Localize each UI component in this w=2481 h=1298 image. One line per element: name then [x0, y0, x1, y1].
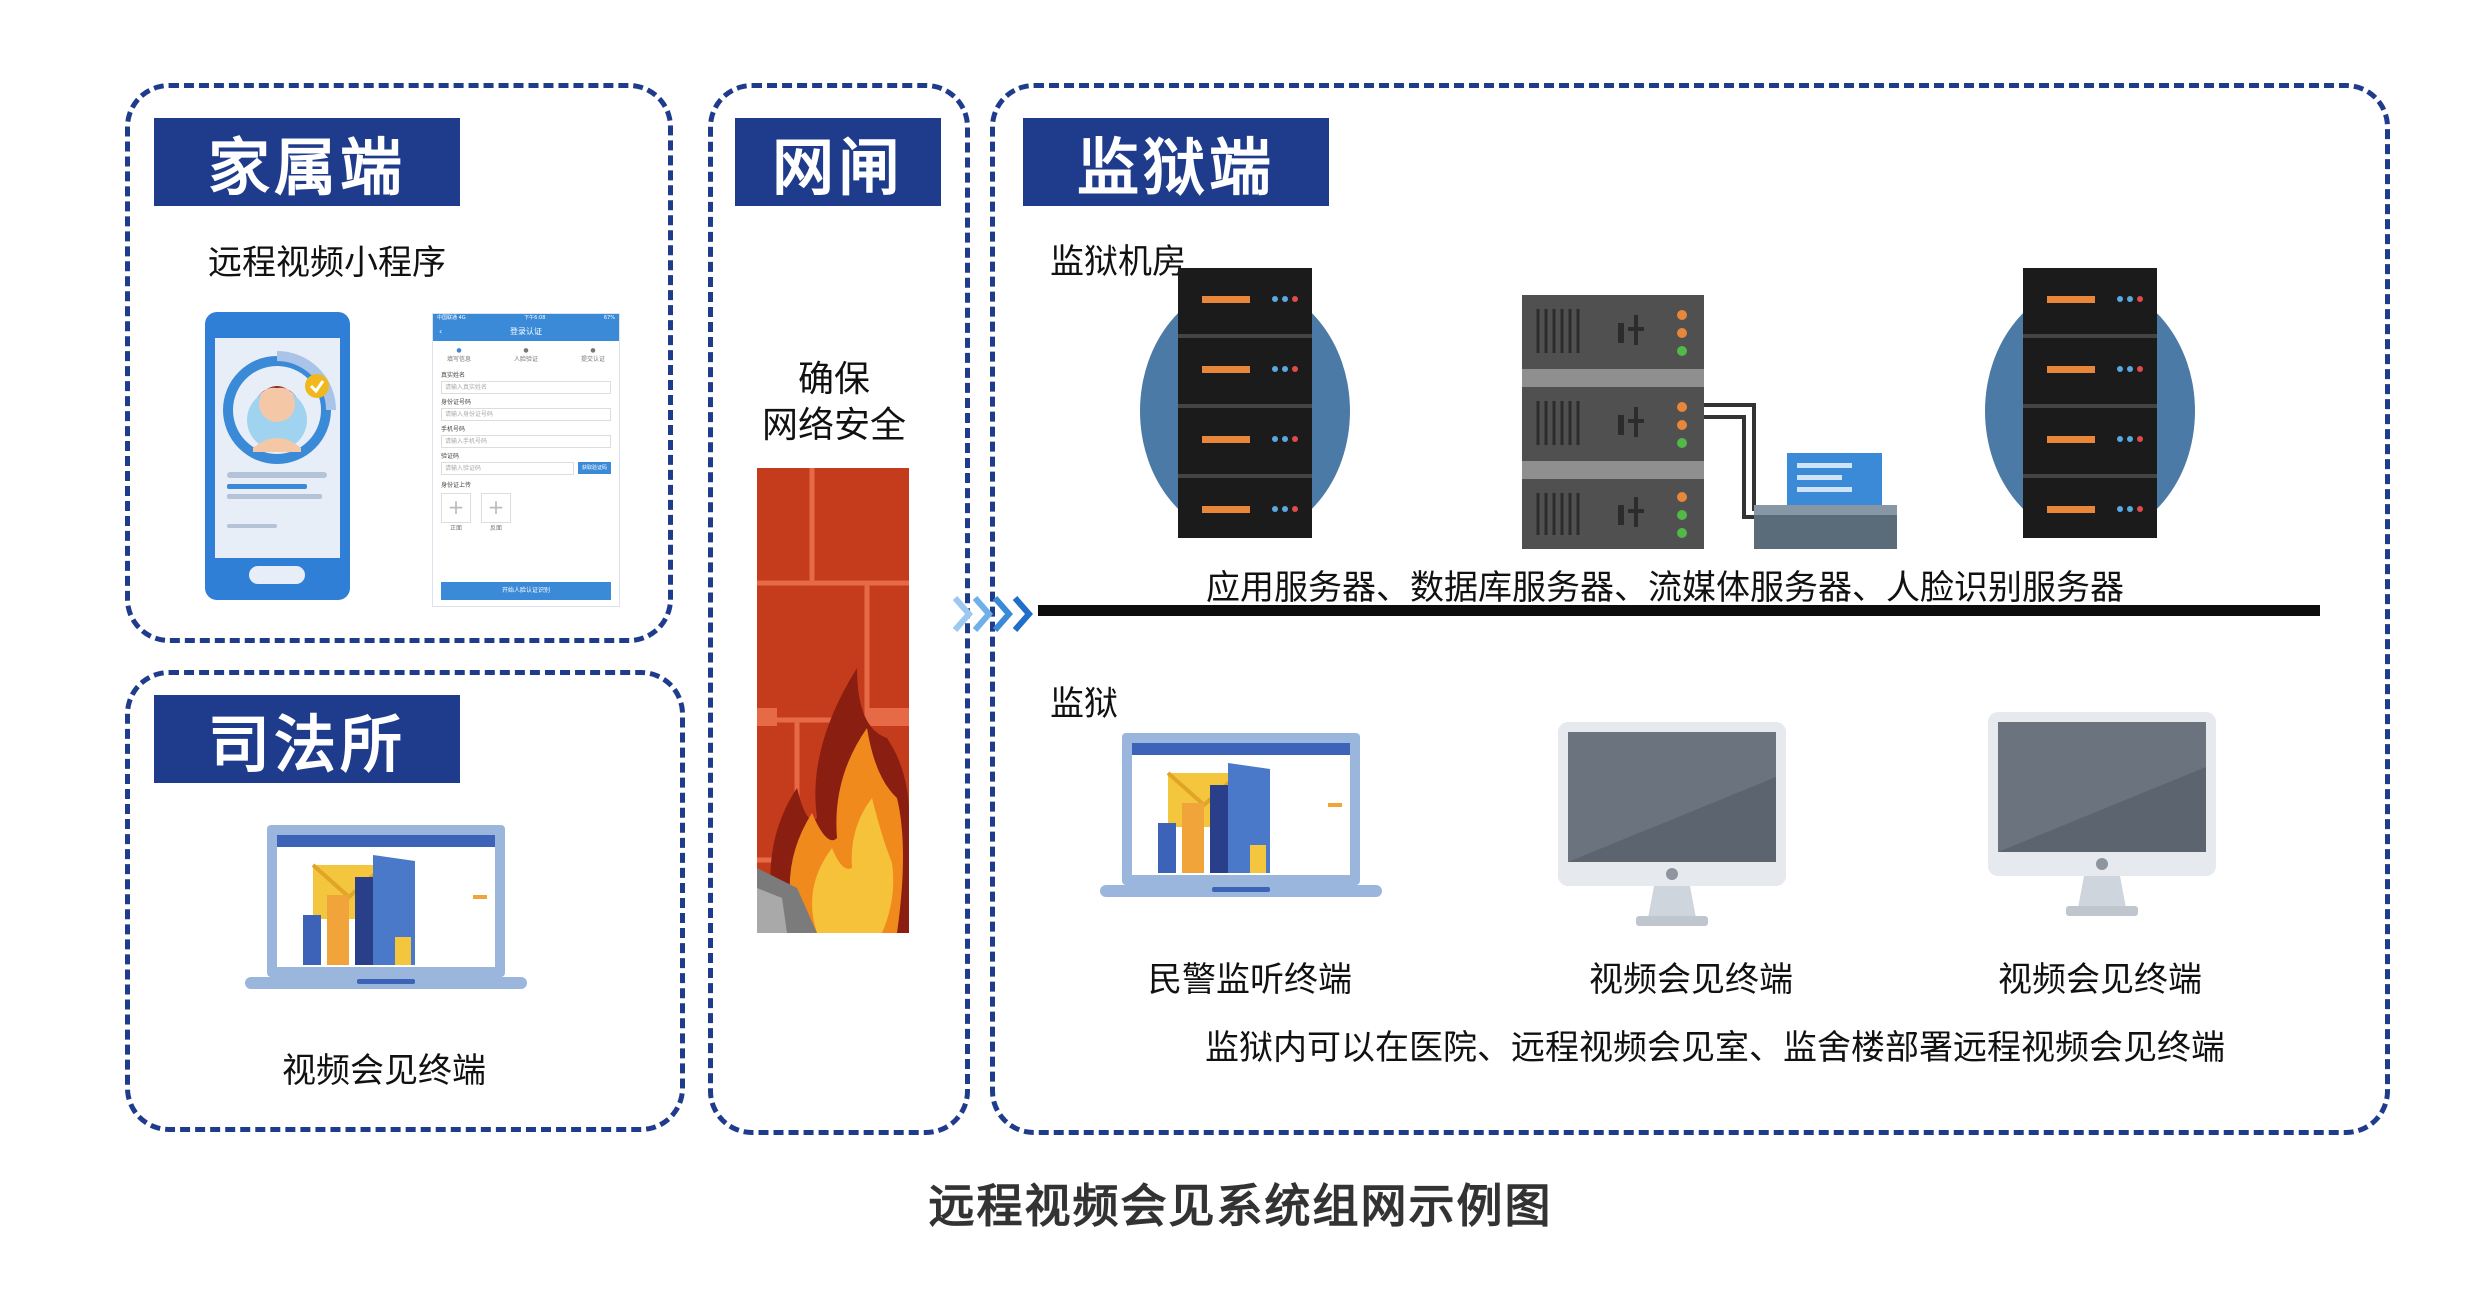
rack-server-icon	[1522, 295, 1897, 549]
mini-program-label: 远程视频小程序	[208, 243, 446, 283]
diagram-caption: 远程视频会见系统组网示例图	[928, 1179, 1553, 1233]
field-label: 身份证号码	[441, 399, 472, 406]
registration-form: 中国联通 4G 下午6:08 67% ‹ 登录认证 ●填写信息 ●人脸验证 ●提…	[432, 313, 620, 607]
gateway-text-line1: 确保	[797, 359, 871, 400]
form-steps: ●填写信息 ●人脸验证 ●提交认证	[433, 341, 619, 363]
field-label: 验证码	[441, 453, 460, 460]
monitor-icon-1	[1558, 722, 1786, 926]
monitor-icon-2	[1988, 712, 2216, 916]
upload-front-label: 正面	[449, 525, 462, 532]
phone-input[interactable]: 请输入手机号码	[441, 435, 611, 448]
deployment-note: 监狱内可以在医院、远程视频会见室、监舍楼部署远程视频会见终端	[1205, 1028, 2225, 1068]
justice-panel	[125, 670, 685, 1132]
gateway-title: 网闸	[735, 118, 941, 206]
status-carrier: 中国联通 4G	[437, 315, 466, 321]
name-input[interactable]: 请输入真实姓名	[441, 381, 611, 394]
upload-back-label: 反面	[489, 525, 502, 532]
step-item: ●人脸验证	[513, 347, 538, 363]
step-item: ●填写信息	[447, 347, 472, 363]
prison-title: 监狱端	[1023, 118, 1329, 206]
step-item: ●提交认证	[580, 347, 605, 363]
code-input[interactable]: 请输入验证码	[441, 462, 574, 475]
justice-laptop-icon	[245, 825, 527, 989]
server-stack-icon-right	[1985, 268, 2195, 538]
network-bus-line	[1038, 605, 2320, 616]
family-panel	[125, 83, 673, 643]
data-flow-arrows-icon	[952, 596, 1033, 632]
terminal-label-police: 民警监听终端	[1148, 960, 1352, 1000]
field-label: 手机号码	[441, 426, 466, 433]
gateway-text-line2: 网络安全	[761, 405, 907, 446]
status-battery: 67%	[603, 315, 615, 321]
server-room-label: 监狱机房	[1050, 242, 1186, 282]
back-icon[interactable]: ‹	[439, 327, 443, 336]
justice-terminal-label: 视频会见终端	[282, 1051, 486, 1091]
prison-panel	[990, 83, 2390, 1135]
field-label: 真实姓名	[441, 372, 466, 379]
firewall-icon	[757, 468, 909, 933]
form-header: ‹ 登录认证	[433, 323, 619, 341]
upload-label: 身份证上传	[441, 482, 472, 489]
form-header-title: 登录认证	[510, 327, 542, 336]
upload-back[interactable]: + 反面	[481, 493, 511, 532]
servers-caption: 应用服务器、数据库服务器、流媒体服务器、人脸识别服务器	[1206, 568, 2124, 608]
status-time: 下午6:08	[524, 315, 546, 321]
justice-title: 司法所	[154, 695, 460, 783]
phone-illustration	[205, 312, 350, 600]
terminal-label-video-1: 视频会见终端	[1589, 960, 1793, 1000]
police-laptop-icon	[1100, 733, 1382, 897]
plus-icon: +	[441, 493, 471, 523]
server-stack-icon-left	[1140, 268, 1350, 538]
family-title: 家属端	[154, 118, 460, 206]
id-number-input[interactable]: 请输入身份证号码	[441, 408, 611, 421]
terminal-label-video-2: 视频会见终端	[1998, 960, 2202, 1000]
plus-icon: +	[481, 493, 511, 523]
prison-label: 监狱	[1050, 684, 1118, 724]
form-status-bar: 中国联通 4G 下午6:08 67%	[433, 314, 619, 323]
upload-front[interactable]: + 正面	[441, 493, 471, 532]
submit-button[interactable]: 开始人脸认证识别	[441, 582, 611, 600]
get-code-button[interactable]: 获取验证码	[577, 462, 611, 474]
